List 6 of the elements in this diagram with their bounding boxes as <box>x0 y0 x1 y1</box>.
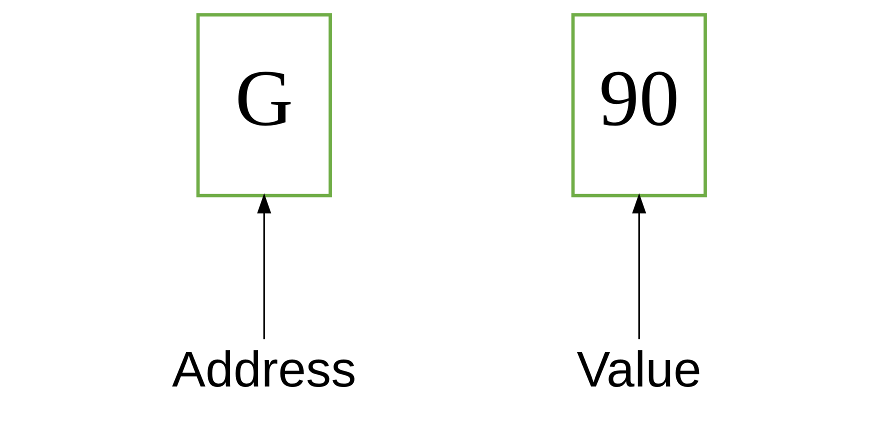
arrow <box>632 193 646 340</box>
node-text: Value <box>576 341 702 398</box>
node-box: G <box>196 13 332 198</box>
node-box: 90 <box>571 13 707 198</box>
node-text: Address <box>172 341 356 398</box>
arrow <box>257 193 272 340</box>
